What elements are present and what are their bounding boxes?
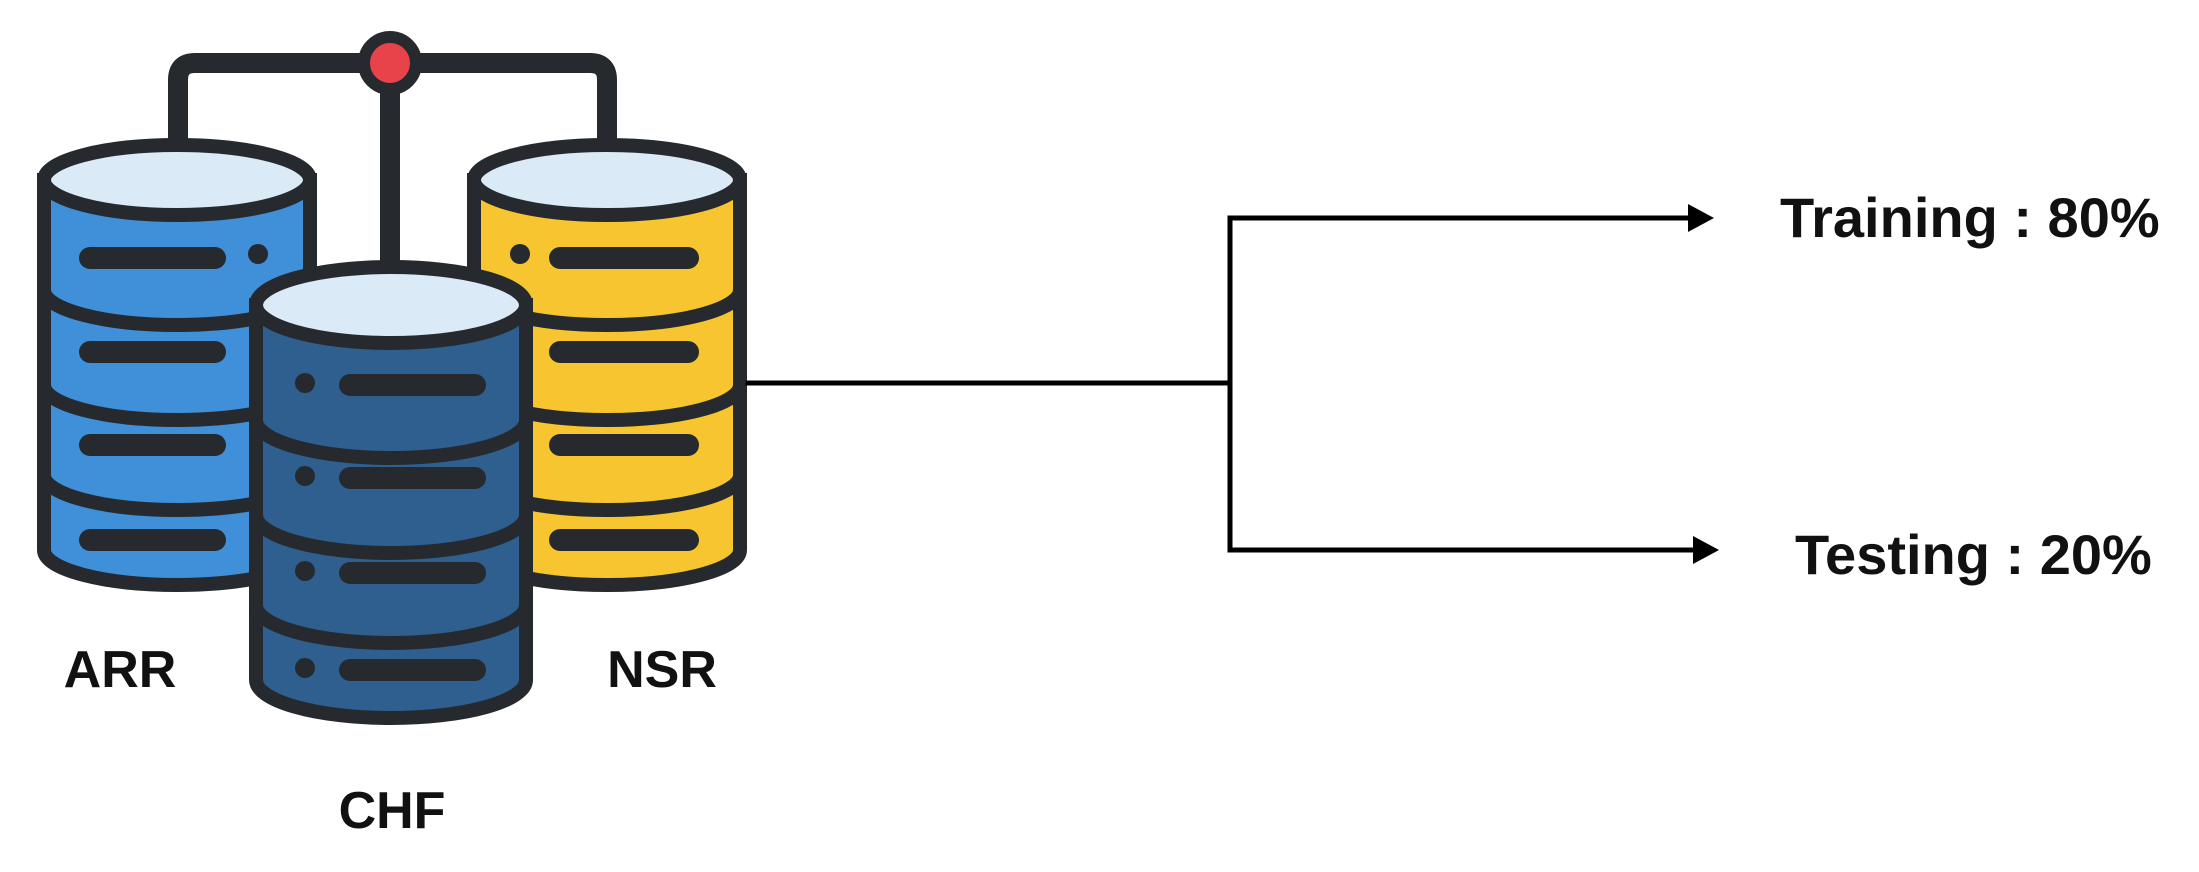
arr-database-icon — [37, 138, 317, 592]
arrow-head-testing-icon — [1693, 536, 1719, 564]
nsr-label: NSR — [607, 641, 717, 699]
connector-node-icon — [358, 31, 422, 95]
chf-body — [249, 298, 533, 725]
nsr-top — [467, 138, 747, 222]
chf-top — [249, 260, 533, 350]
chf-label: CHF — [339, 782, 446, 840]
arrow-head-training-icon — [1688, 204, 1714, 232]
pipe-left — [168, 53, 385, 182]
pipe-right — [405, 53, 617, 182]
split-connector — [745, 215, 1698, 553]
chf-database-icon — [249, 260, 533, 725]
training-label: Training : 80% — [1780, 186, 2160, 249]
nsr-database-icon — [467, 138, 747, 592]
arr-top — [37, 138, 317, 222]
testing-label: Testing : 20% — [1795, 523, 2152, 586]
arr-label: ARR — [64, 641, 177, 699]
